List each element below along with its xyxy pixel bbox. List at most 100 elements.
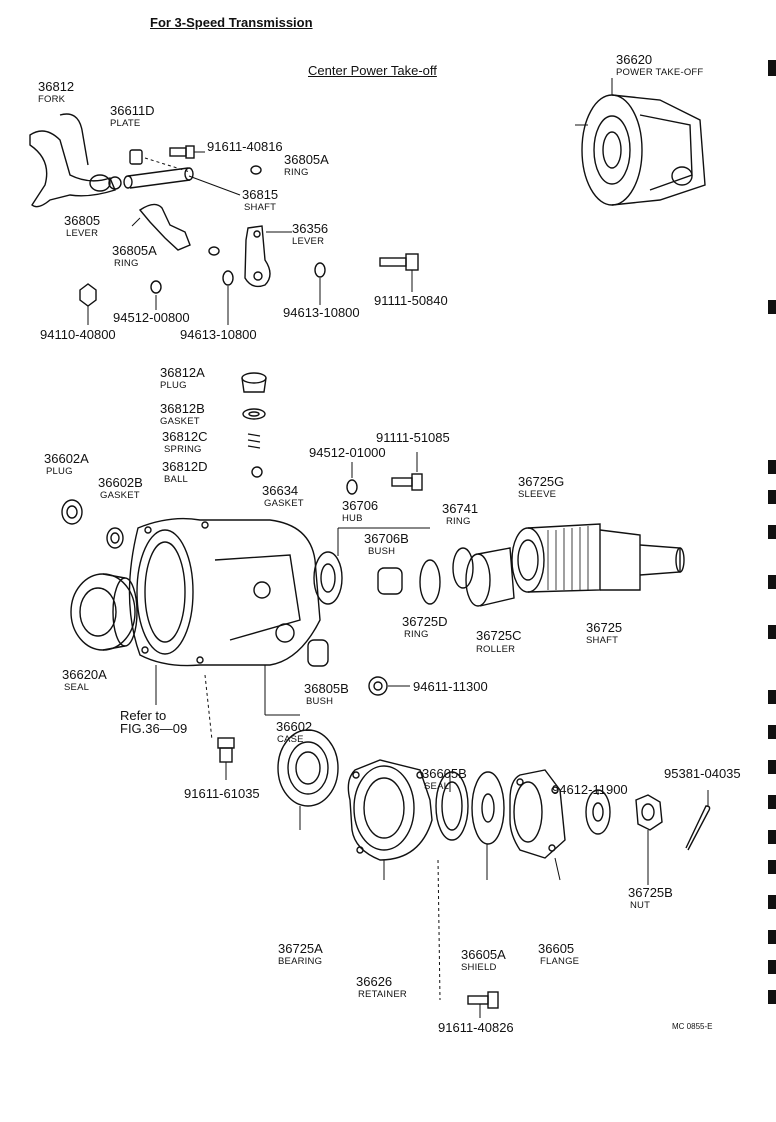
lever-drawing [131,203,191,251]
part-name: SPRING [164,444,202,455]
cotter-pin-drawing [685,805,711,851]
roller-drawing [465,547,515,607]
part-name: PLATE [110,118,141,129]
part-number: 36805 [64,213,101,228]
diagram-subtitle: Center Power Take-off [308,63,437,78]
part-name: BALL [164,474,189,485]
part-number: 36611D [110,103,155,118]
part-number: 94613-10800 [283,305,360,320]
part-number: 91111-51085 [376,430,450,445]
part-name: RETAINER [358,989,407,1000]
part-number: 36634 [262,483,299,498]
part-name: RING [404,629,429,640]
part-number: 36605 [538,941,575,956]
bolt-drawing [169,145,205,159]
part-name: PLUG [46,466,73,477]
plug-drawing [241,372,267,393]
part-number: 36605B [422,766,467,781]
part-name: SHAFT [586,635,619,646]
seal-drawing [70,573,138,651]
figure-reference: Refer to [120,708,167,723]
part-number: 94611-11300 [413,679,488,694]
part-name: GASKET [264,498,304,509]
shaft-assembly-drawing [511,523,685,593]
part-number: 36725 [586,620,623,635]
plate-drawing [129,149,143,165]
part-number: 36626 [356,974,393,989]
part-name: ROLLER [476,644,516,655]
part-name: SEAL [424,781,450,792]
part-number: 36805B [304,681,349,696]
retainer-drawing [347,759,433,861]
part-number: 36605A [461,947,506,962]
lever-36356-drawing [244,225,292,288]
part-name: CASE [277,734,304,745]
part-number: 36725D [402,614,448,629]
part-number: 36602B [98,475,143,490]
part-number: 36706B [364,531,409,546]
part-name: BEARING [278,956,323,967]
part-number: 36805A [284,152,329,167]
part-number: 36602A [44,451,89,466]
part-number: 36706 [342,498,379,513]
part-number: 36812A [160,365,205,380]
diagram-title: For 3-Speed Transmission [150,15,313,30]
part-name: HUB [342,513,363,524]
part-name: PLUG [160,380,187,391]
part-number: 95381-04035 [664,766,741,781]
part-name: LEVER [292,236,325,247]
part-number: 36725G [518,474,565,489]
case-drawing [128,517,321,667]
part-name: BUSH [368,546,396,557]
shaft-drawing [123,167,241,196]
part-number: 91611-40826 [438,1020,514,1035]
figure-code: MC 0855-E [672,1022,713,1031]
flange-drawing [509,769,566,859]
part-name: SHIELD [461,962,497,973]
part-number: 36725A [278,941,323,956]
part-number: 36725B [628,885,673,900]
nut-drawing [79,283,97,307]
part-number: 36356 [292,221,329,236]
part-number: 36805A [112,243,157,258]
bearing-drawing [277,729,339,807]
part-name: SEAL [64,682,90,693]
part-name: RING [284,167,309,178]
part-number: 36725C [476,628,522,643]
part-name: RING [114,258,139,269]
part-number: 36602 [276,719,313,734]
part-number: 36620A [62,667,107,682]
part-number: 91611-61035 [184,786,260,801]
part-number: 36812B [160,401,205,416]
figure-reference-number: FIG.36—09 [120,721,188,736]
castle-nut-drawing [635,794,663,831]
part-name: GASKET [160,416,200,427]
part-number: 36741 [442,501,479,516]
part-number: 94512-01000 [309,445,386,460]
part-name: BUSH [306,696,334,707]
part-name: POWER TAKE-OFF [616,67,704,78]
part-number: 94512-00800 [113,310,190,325]
part-number: 36812D [162,459,208,474]
fork-drawing [29,113,122,208]
part-number: 36815 [242,187,279,202]
part-number: 91611-40816 [207,139,283,154]
part-name: NUT [630,900,651,911]
ring-drawing [250,165,262,175]
part-number: 94110-40800 [40,327,116,342]
part-number: 36812 [38,79,75,94]
part-number: 94613-10800 [180,327,257,342]
part-name: SHAFT [244,202,277,213]
part-number: 36620 [616,52,653,67]
part-name: FORK [38,94,66,105]
part-name: GASKET [100,490,140,501]
part-name: FLANGE [540,956,580,967]
power-take-off-drawing [575,78,706,206]
part-name: LEVER [66,228,99,239]
part-name: RING [446,516,471,527]
part-name: SLEEVE [518,489,557,500]
part-number: 94612-11900 [552,782,628,797]
part-number: 36812C [162,429,208,444]
part-number: 91111-50840 [374,293,448,308]
